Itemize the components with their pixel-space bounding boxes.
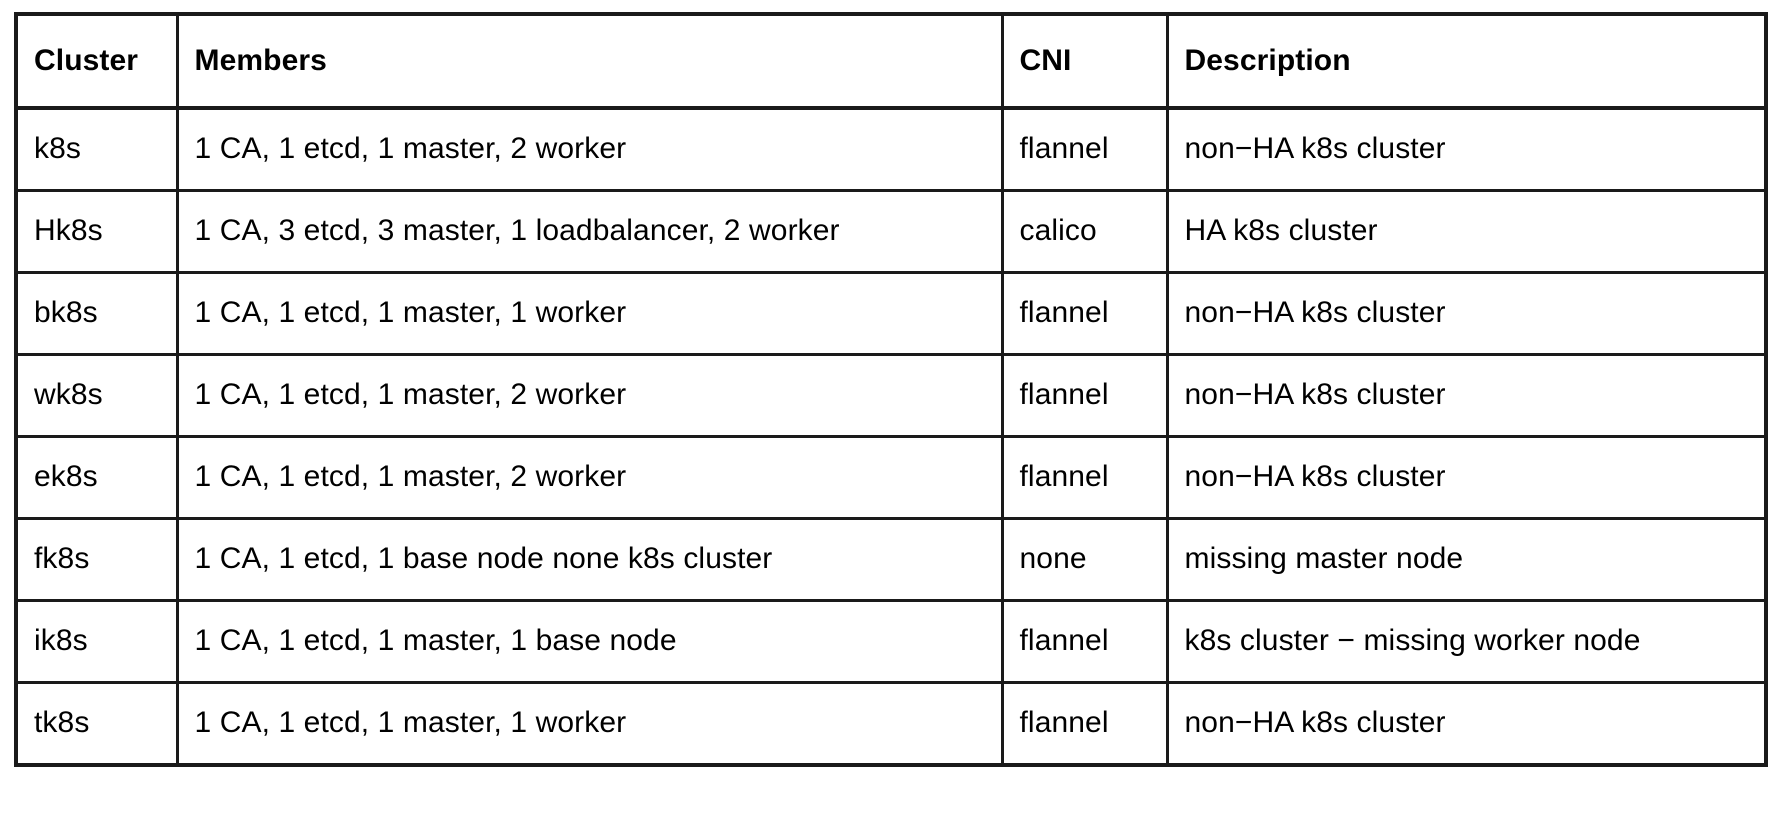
cell-members: 1 CA, 1 etcd, 1 master, 1 base node (175, 599, 1004, 684)
column-header-description: Description (1165, 12, 1768, 110)
cell-cluster: ik8s (14, 599, 179, 684)
table-row: ek8s 1 CA, 1 etcd, 1 master, 2 worker fl… (14, 435, 1768, 520)
cell-cni: flannel (1000, 599, 1169, 684)
cell-members: 1 CA, 3 etcd, 3 master, 1 loadbalancer, … (175, 189, 1004, 274)
cluster-table: Cluster Members CNI Description k8s 1 CA… (14, 12, 1768, 767)
table-row: tk8s 1 CA, 1 etcd, 1 master, 1 worker fl… (14, 681, 1768, 767)
cell-description: non−HA k8s cluster (1165, 106, 1768, 192)
cell-description: non−HA k8s cluster (1165, 435, 1768, 520)
cell-cni: none (1000, 517, 1169, 602)
cell-members: 1 CA, 1 etcd, 1 master, 2 worker (175, 435, 1004, 520)
cell-description: HA k8s cluster (1165, 189, 1768, 274)
cell-cluster: ek8s (14, 435, 179, 520)
cell-cluster: wk8s (14, 353, 179, 438)
cell-cni: flannel (1000, 271, 1169, 356)
table-row: k8s 1 CA, 1 etcd, 1 master, 2 worker fla… (14, 106, 1768, 192)
column-header-cluster: Cluster (14, 12, 179, 110)
column-header-cni: CNI (1000, 12, 1169, 110)
cell-cni: calico (1000, 189, 1169, 274)
cell-description: non−HA k8s cluster (1165, 353, 1768, 438)
cell-members: 1 CA, 1 etcd, 1 master, 1 worker (175, 681, 1004, 767)
cell-cluster: fk8s (14, 517, 179, 602)
cell-description: non−HA k8s cluster (1165, 681, 1768, 767)
table-body: k8s 1 CA, 1 etcd, 1 master, 2 worker fla… (14, 106, 1768, 767)
cluster-table-container: Cluster Members CNI Description k8s 1 CA… (14, 12, 1768, 767)
cell-members: 1 CA, 1 etcd, 1 master, 1 worker (175, 271, 1004, 356)
table-row: bk8s 1 CA, 1 etcd, 1 master, 1 worker fl… (14, 271, 1768, 356)
table-header: Cluster Members CNI Description (14, 12, 1768, 110)
cell-cluster: tk8s (14, 681, 179, 767)
cell-members: 1 CA, 1 etcd, 1 master, 2 worker (175, 353, 1004, 438)
cell-description: missing master node (1165, 517, 1768, 602)
cell-cni: flannel (1000, 681, 1169, 767)
cell-members: 1 CA, 1 etcd, 1 base node none k8s clust… (175, 517, 1004, 602)
cell-description: non−HA k8s cluster (1165, 271, 1768, 356)
cell-description: k8s cluster − missing worker node (1165, 599, 1768, 684)
table-row: ik8s 1 CA, 1 etcd, 1 master, 1 base node… (14, 599, 1768, 684)
column-header-members: Members (175, 12, 1004, 110)
cell-members: 1 CA, 1 etcd, 1 master, 2 worker (175, 106, 1004, 192)
table-row: wk8s 1 CA, 1 etcd, 1 master, 2 worker fl… (14, 353, 1768, 438)
table-row: Hk8s 1 CA, 3 etcd, 3 master, 1 loadbalan… (14, 189, 1768, 274)
cell-cni: flannel (1000, 435, 1169, 520)
cell-cni: flannel (1000, 106, 1169, 192)
cell-cni: flannel (1000, 353, 1169, 438)
cell-cluster: k8s (14, 106, 179, 192)
cell-cluster: Hk8s (14, 189, 179, 274)
cell-cluster: bk8s (14, 271, 179, 356)
table-row: fk8s 1 CA, 1 etcd, 1 base node none k8s … (14, 517, 1768, 602)
header-row: Cluster Members CNI Description (14, 12, 1768, 110)
